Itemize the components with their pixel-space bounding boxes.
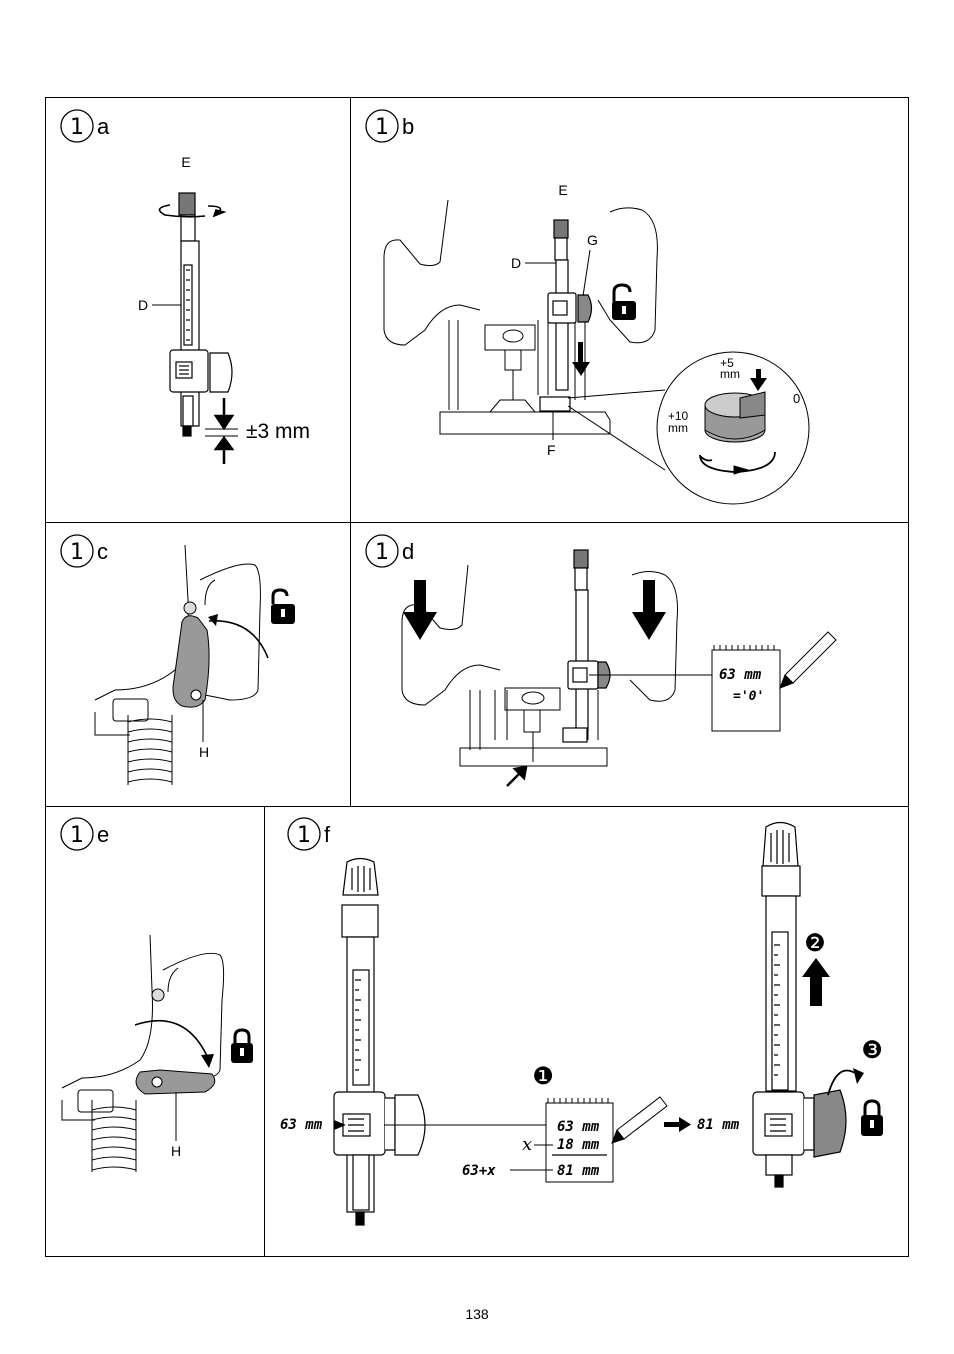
panel-letter: a xyxy=(97,114,110,139)
label-mm: mm xyxy=(720,367,740,381)
step-3-badge: ❸ xyxy=(861,1036,883,1064)
panel-label-1d: 1 d xyxy=(365,534,414,568)
rotate-arrow-head-icon xyxy=(853,1068,864,1084)
bit-arrow-icon xyxy=(506,765,528,787)
turret-down-arrow-icon xyxy=(750,369,767,391)
depth-stop-rod xyxy=(169,192,233,437)
label-H: H xyxy=(199,744,209,760)
panel-letter: b xyxy=(402,114,414,139)
lock-icon xyxy=(861,1099,883,1136)
left-measurement: 63 mm xyxy=(280,1117,323,1133)
panel-1c: 1 c H xyxy=(60,534,295,785)
panel-1d: 1 d xyxy=(365,534,837,787)
pencil-icon xyxy=(611,1096,668,1144)
note-line-3: 81 mm xyxy=(557,1163,600,1179)
page-number: 138 xyxy=(465,1306,489,1322)
turret-zoom xyxy=(567,351,810,505)
note-line-2: 18 mm xyxy=(557,1137,600,1153)
figure-grid xyxy=(45,97,909,1257)
panel-number: 1 xyxy=(70,115,84,140)
push-down-arrow-left-icon xyxy=(403,580,437,640)
right-arrow-icon xyxy=(664,1117,691,1132)
lever-H xyxy=(135,988,216,1095)
panel-number: 1 xyxy=(70,540,84,565)
rotate-arrow-icon xyxy=(134,1020,209,1059)
panel-letter: d xyxy=(402,539,414,564)
label-G: G xyxy=(587,232,598,248)
label-mm: mm xyxy=(668,421,688,435)
pencil-icon xyxy=(779,631,837,689)
panel-label-1a: 1 a xyxy=(60,109,110,143)
panel-1b: 1 b xyxy=(365,109,810,505)
panel-1f: 1 f 63 mm ❶ 63 xyxy=(280,817,883,1226)
rotate-arrow-head-icon xyxy=(208,614,218,626)
lever-H xyxy=(172,601,210,708)
panel-number: 1 xyxy=(375,540,389,565)
label-zero: 0 xyxy=(793,391,800,406)
depth-stop-rod xyxy=(562,549,611,743)
lock-icon xyxy=(231,1028,253,1063)
unlock-icon xyxy=(271,588,295,624)
rotate-arrow-icon xyxy=(158,204,227,218)
right-measurement: 81 mm xyxy=(697,1117,740,1133)
label-plus10: +10 xyxy=(668,409,689,423)
panel-1a: 1 a E D xyxy=(60,109,310,464)
variable-x: x xyxy=(522,1134,532,1155)
panel-label-1e: 1 e xyxy=(60,817,109,851)
label-E: E xyxy=(558,182,567,198)
up-arrow-icon xyxy=(802,958,830,1006)
push-down-arrow-right-icon xyxy=(632,580,666,640)
step-1-badge: ❶ xyxy=(532,1062,554,1090)
unlock-icon xyxy=(612,283,636,320)
panel-number: 1 xyxy=(70,823,84,848)
note-line-2: ='0' xyxy=(733,689,764,704)
depth-stop-rod-left xyxy=(333,857,426,1226)
down-arrow-icon xyxy=(572,342,590,376)
panel-number: 1 xyxy=(375,115,389,140)
panel-label-1f: 1 f xyxy=(287,817,331,851)
depth-stop-rod-right xyxy=(752,821,847,1188)
rotate-arrow-head-icon xyxy=(201,1054,214,1068)
label-D: D xyxy=(138,297,148,313)
panel-label-1c: 1 c xyxy=(60,534,108,568)
router-handle-illustration xyxy=(61,934,225,1172)
router-outline xyxy=(401,564,678,767)
notepad-icon: 63 mm 18 mm 81 mm xyxy=(545,1098,614,1183)
range-label: ±3 mm xyxy=(246,420,310,443)
label-plus5: +5 xyxy=(720,356,734,370)
panel-letter: e xyxy=(97,822,109,847)
depth-stop-rod xyxy=(539,219,593,412)
label-H: H xyxy=(171,1143,181,1159)
panel-letter: c xyxy=(97,539,108,564)
notepad-icon: 63 mm ='0' xyxy=(711,645,781,732)
step-2-badge: ❷ xyxy=(804,929,826,957)
router-outline xyxy=(383,199,658,435)
panel-number: 1 xyxy=(297,823,311,848)
panel-label-1b: 1 b xyxy=(365,109,414,143)
label-E: E xyxy=(181,154,190,170)
sum-label: 63+x xyxy=(462,1163,496,1179)
label-F: F xyxy=(547,442,556,458)
panel-1e: 1 e H xyxy=(60,817,253,1172)
note-line-1: 63 mm xyxy=(719,667,762,683)
range-arrows-icon xyxy=(205,398,238,464)
panel-letter: f xyxy=(324,822,331,847)
label-D: D xyxy=(511,255,521,271)
note-line-1: 63 mm xyxy=(557,1119,600,1135)
pointer-arrow-icon xyxy=(334,1120,346,1130)
